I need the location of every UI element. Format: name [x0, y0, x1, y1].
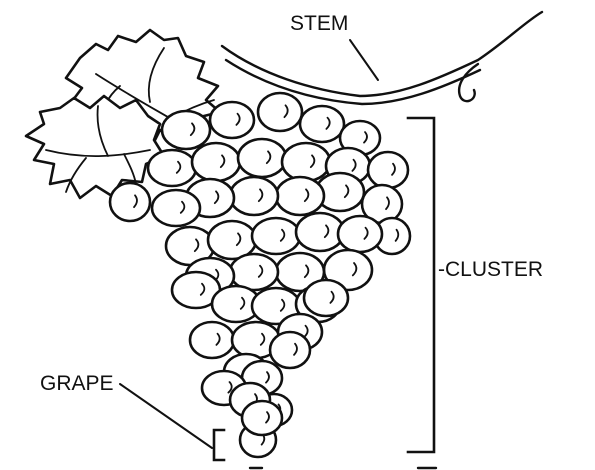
grape-berry	[338, 216, 382, 252]
grape-berry	[230, 177, 278, 215]
grape-berry	[152, 190, 200, 226]
cluster-label: -CLUSTER	[438, 258, 543, 281]
grape-berry	[148, 150, 196, 186]
grape-berry	[192, 143, 240, 181]
grape-pointer-line	[120, 384, 212, 448]
grape-berry	[368, 152, 408, 188]
grape-berry	[282, 143, 330, 181]
grape-bracket	[214, 430, 224, 460]
cluster-bracket	[408, 118, 434, 452]
stem-pointer-line	[350, 40, 378, 80]
grape-berry	[210, 102, 254, 138]
grape-berry	[304, 280, 348, 316]
grape-berry	[162, 111, 210, 149]
grape-berry	[230, 254, 278, 290]
grape-berry	[276, 177, 324, 215]
grape-berry	[242, 401, 282, 435]
grape-berry	[270, 332, 310, 368]
grape-berry	[296, 213, 344, 251]
grape-berry	[190, 322, 234, 358]
grape-berry	[300, 106, 344, 142]
grape-berry	[238, 139, 286, 177]
stem-label: STEM	[290, 12, 348, 35]
grape-berry	[252, 218, 300, 254]
grape-berry	[110, 183, 150, 221]
grape-label: GRAPE	[40, 372, 114, 395]
grape-leaf-lower	[26, 96, 164, 198]
grape-berry	[258, 93, 302, 131]
